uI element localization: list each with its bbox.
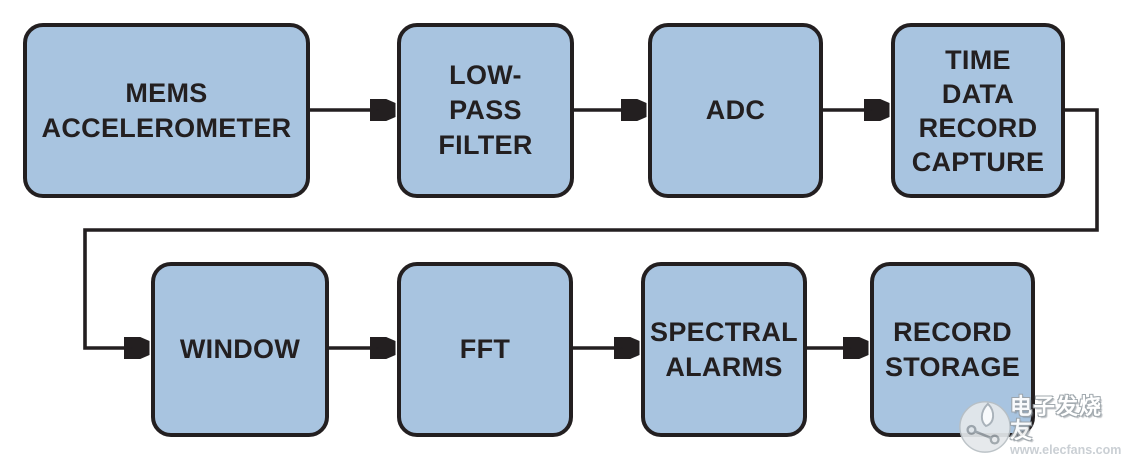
block-window: WINDOW <box>151 262 329 437</box>
block-label: RECORD STORAGE <box>884 316 1021 382</box>
block-label: WINDOW <box>179 334 301 364</box>
block-fft: FFT <box>397 262 573 437</box>
watermark-brand: 电子发烧友 <box>1010 394 1103 443</box>
block-label: TIME DATA RECORD CAPTURE <box>911 44 1045 177</box>
elecfans-logo-icon <box>959 401 1011 453</box>
watermark: 电子发烧友 www.elecfans.com <box>956 394 1121 457</box>
block-label: SPECTRAL ALARMS <box>650 316 798 382</box>
block-time-data-record-capture: TIME DATA RECORD CAPTURE <box>891 23 1065 198</box>
block-label: LOW- PASS FILTER <box>438 60 533 160</box>
block-spectral-alarms: SPECTRAL ALARMS <box>641 262 807 437</box>
block-mems-accelerometer: MEMS ACCELEROMETER <box>23 23 310 198</box>
block-adc: ADC <box>648 23 823 198</box>
watermark-url: www.elecfans.com <box>1010 443 1121 457</box>
block-low-pass-filter: LOW- PASS FILTER <box>397 23 574 198</box>
block-label: FFT <box>459 334 511 364</box>
block-label: ADC <box>705 95 766 125</box>
block-record-storage: RECORD STORAGE <box>870 262 1035 437</box>
block-label: MEMS ACCELEROMETER <box>41 77 292 143</box>
